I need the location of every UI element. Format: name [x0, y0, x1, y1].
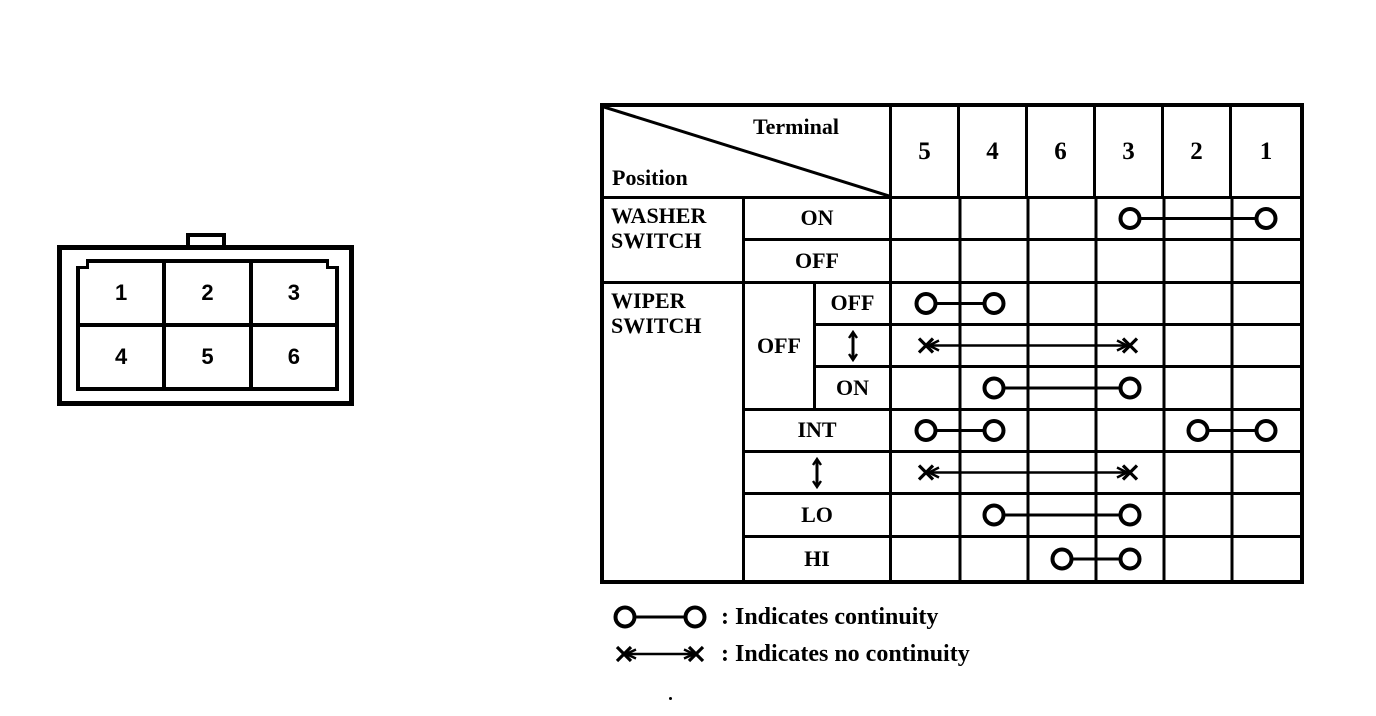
diagonal-divider — [604, 107, 889, 196]
row-wiper-off-transition-marks — [892, 326, 1300, 368]
pin-2: 2 — [166, 263, 249, 323]
pin-1: 1 — [80, 263, 163, 323]
row-wiper-off-on-marks — [892, 368, 1300, 411]
connector-pin-grid: 1 2 3 4 5 6 — [76, 259, 339, 391]
wiper-off-off-label: OFF — [816, 284, 892, 326]
continuity-symbol-icon — [613, 605, 707, 629]
pin-3: 3 — [252, 263, 335, 323]
scan-artifact-dot — [669, 697, 672, 700]
legend-no-continuity-text: : Indicates no continuity — [721, 640, 970, 667]
wiper-int-label: INT — [745, 411, 892, 453]
row-washer-off-marks — [892, 241, 1300, 284]
terminal-col-6: 6 — [1028, 107, 1096, 199]
row-wiper-int-marks — [892, 411, 1300, 453]
terminal-col-5: 5 — [892, 107, 960, 199]
pin-4: 4 — [80, 327, 163, 387]
wiper-off-on-label: ON — [816, 368, 892, 411]
terminal-col-1: 1 — [1232, 107, 1300, 199]
continuity-table: Terminal Position 5 4 6 3 2 1 WASHER SWI… — [600, 103, 1304, 584]
transition-arrow-icon — [812, 456, 822, 489]
legend-no-continuity-row: : Indicates no continuity — [612, 639, 970, 669]
washer-switch-label: WASHER SWITCH — [604, 199, 745, 284]
wiper-off-group-label: OFF — [745, 284, 816, 411]
wiper-switch-label: WIPER SWITCH — [604, 284, 745, 580]
transition-arrow-icon — [847, 329, 858, 362]
washer-off-label: OFF — [745, 241, 892, 284]
row-wiper-transition-marks — [892, 453, 1300, 495]
terminal-header-label: Terminal — [753, 114, 839, 139]
pin-5: 5 — [166, 327, 249, 387]
position-header-label: Position — [612, 165, 688, 190]
connector-housing: 1 2 3 4 5 6 — [57, 245, 354, 406]
legend-continuity-row: : Indicates continuity — [612, 602, 970, 632]
legend-continuity-text: : Indicates continuity — [721, 603, 939, 630]
no-continuity-symbol-icon — [615, 645, 705, 663]
terminal-col-4: 4 — [960, 107, 1028, 199]
row-wiper-off-off-marks — [892, 284, 1300, 326]
terminal-col-3: 3 — [1096, 107, 1164, 199]
washer-on-label: ON — [745, 199, 892, 241]
row-washer-on-marks — [892, 199, 1300, 241]
pin-6: 6 — [252, 327, 335, 387]
legend: : Indicates continuity : Indicates no co… — [612, 602, 970, 669]
wiper-transition-label — [745, 453, 892, 495]
connector-notch-right — [326, 259, 339, 269]
corner-cell: Terminal Position — [604, 107, 892, 199]
connector-diagram: 1 2 3 4 5 6 — [57, 233, 359, 409]
wiper-lo-label: LO — [745, 495, 892, 538]
row-wiper-hi-marks — [892, 538, 1300, 580]
row-wiper-lo-marks — [892, 495, 1300, 538]
wiper-off-transition-label — [816, 326, 892, 368]
terminal-col-2: 2 — [1164, 107, 1232, 199]
connector-notch-left — [76, 259, 89, 269]
wiper-hi-label: HI — [745, 538, 892, 580]
